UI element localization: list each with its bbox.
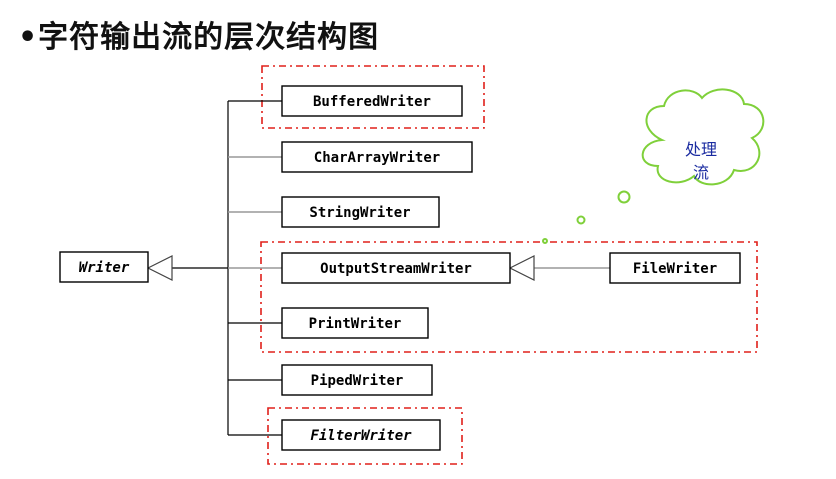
thought-bubble-large [617, 190, 631, 204]
class-box-writer: Writer [59, 251, 149, 283]
highlight-buffered [261, 65, 485, 129]
class-box-bufferedwriter: BufferedWriter [281, 85, 463, 117]
class-label-filewriter: FileWriter [633, 261, 717, 277]
inherit-arrow-outputstream [508, 255, 535, 281]
class-label-outputstreamwriter: OutputStreamWriter [320, 261, 472, 277]
class-label-pipedwriter: PipedWriter [311, 373, 404, 389]
thought-bubble-medium [576, 215, 586, 225]
class-label-filterwriter: FilterWriter [310, 428, 412, 444]
class-label-printwriter: PrintWriter [309, 316, 402, 332]
class-label-writer: Writer [79, 260, 130, 276]
class-box-chararraywriter: CharArrayWriter [281, 141, 473, 173]
class-box-filewriter: FileWriter [609, 252, 741, 284]
class-box-printwriter: PrintWriter [281, 307, 429, 339]
class-box-outputstreamwriter: OutputStreamWriter [281, 252, 511, 284]
thought-bubble-small [542, 238, 548, 244]
class-label-bufferedwriter: BufferedWriter [313, 94, 431, 110]
callout-cloud: 处理 流 [641, 88, 765, 186]
callout-text-line1: 处理 [685, 140, 717, 159]
highlight-filter [267, 407, 463, 465]
class-label-stringwriter: StringWriter [309, 205, 410, 221]
class-box-pipedwriter: PipedWriter [281, 364, 433, 396]
page-title: •字符输出流的层次结构图 [18, 20, 380, 55]
highlight-outputstream-print [260, 241, 758, 353]
class-label-chararraywriter: CharArrayWriter [314, 150, 440, 166]
class-box-stringwriter: StringWriter [281, 196, 440, 228]
cloud-shape [641, 88, 765, 186]
class-box-filterwriter: FilterWriter [281, 419, 441, 451]
callout-text-line2: 流 [693, 163, 709, 182]
inherit-arrow-writer [146, 255, 173, 281]
